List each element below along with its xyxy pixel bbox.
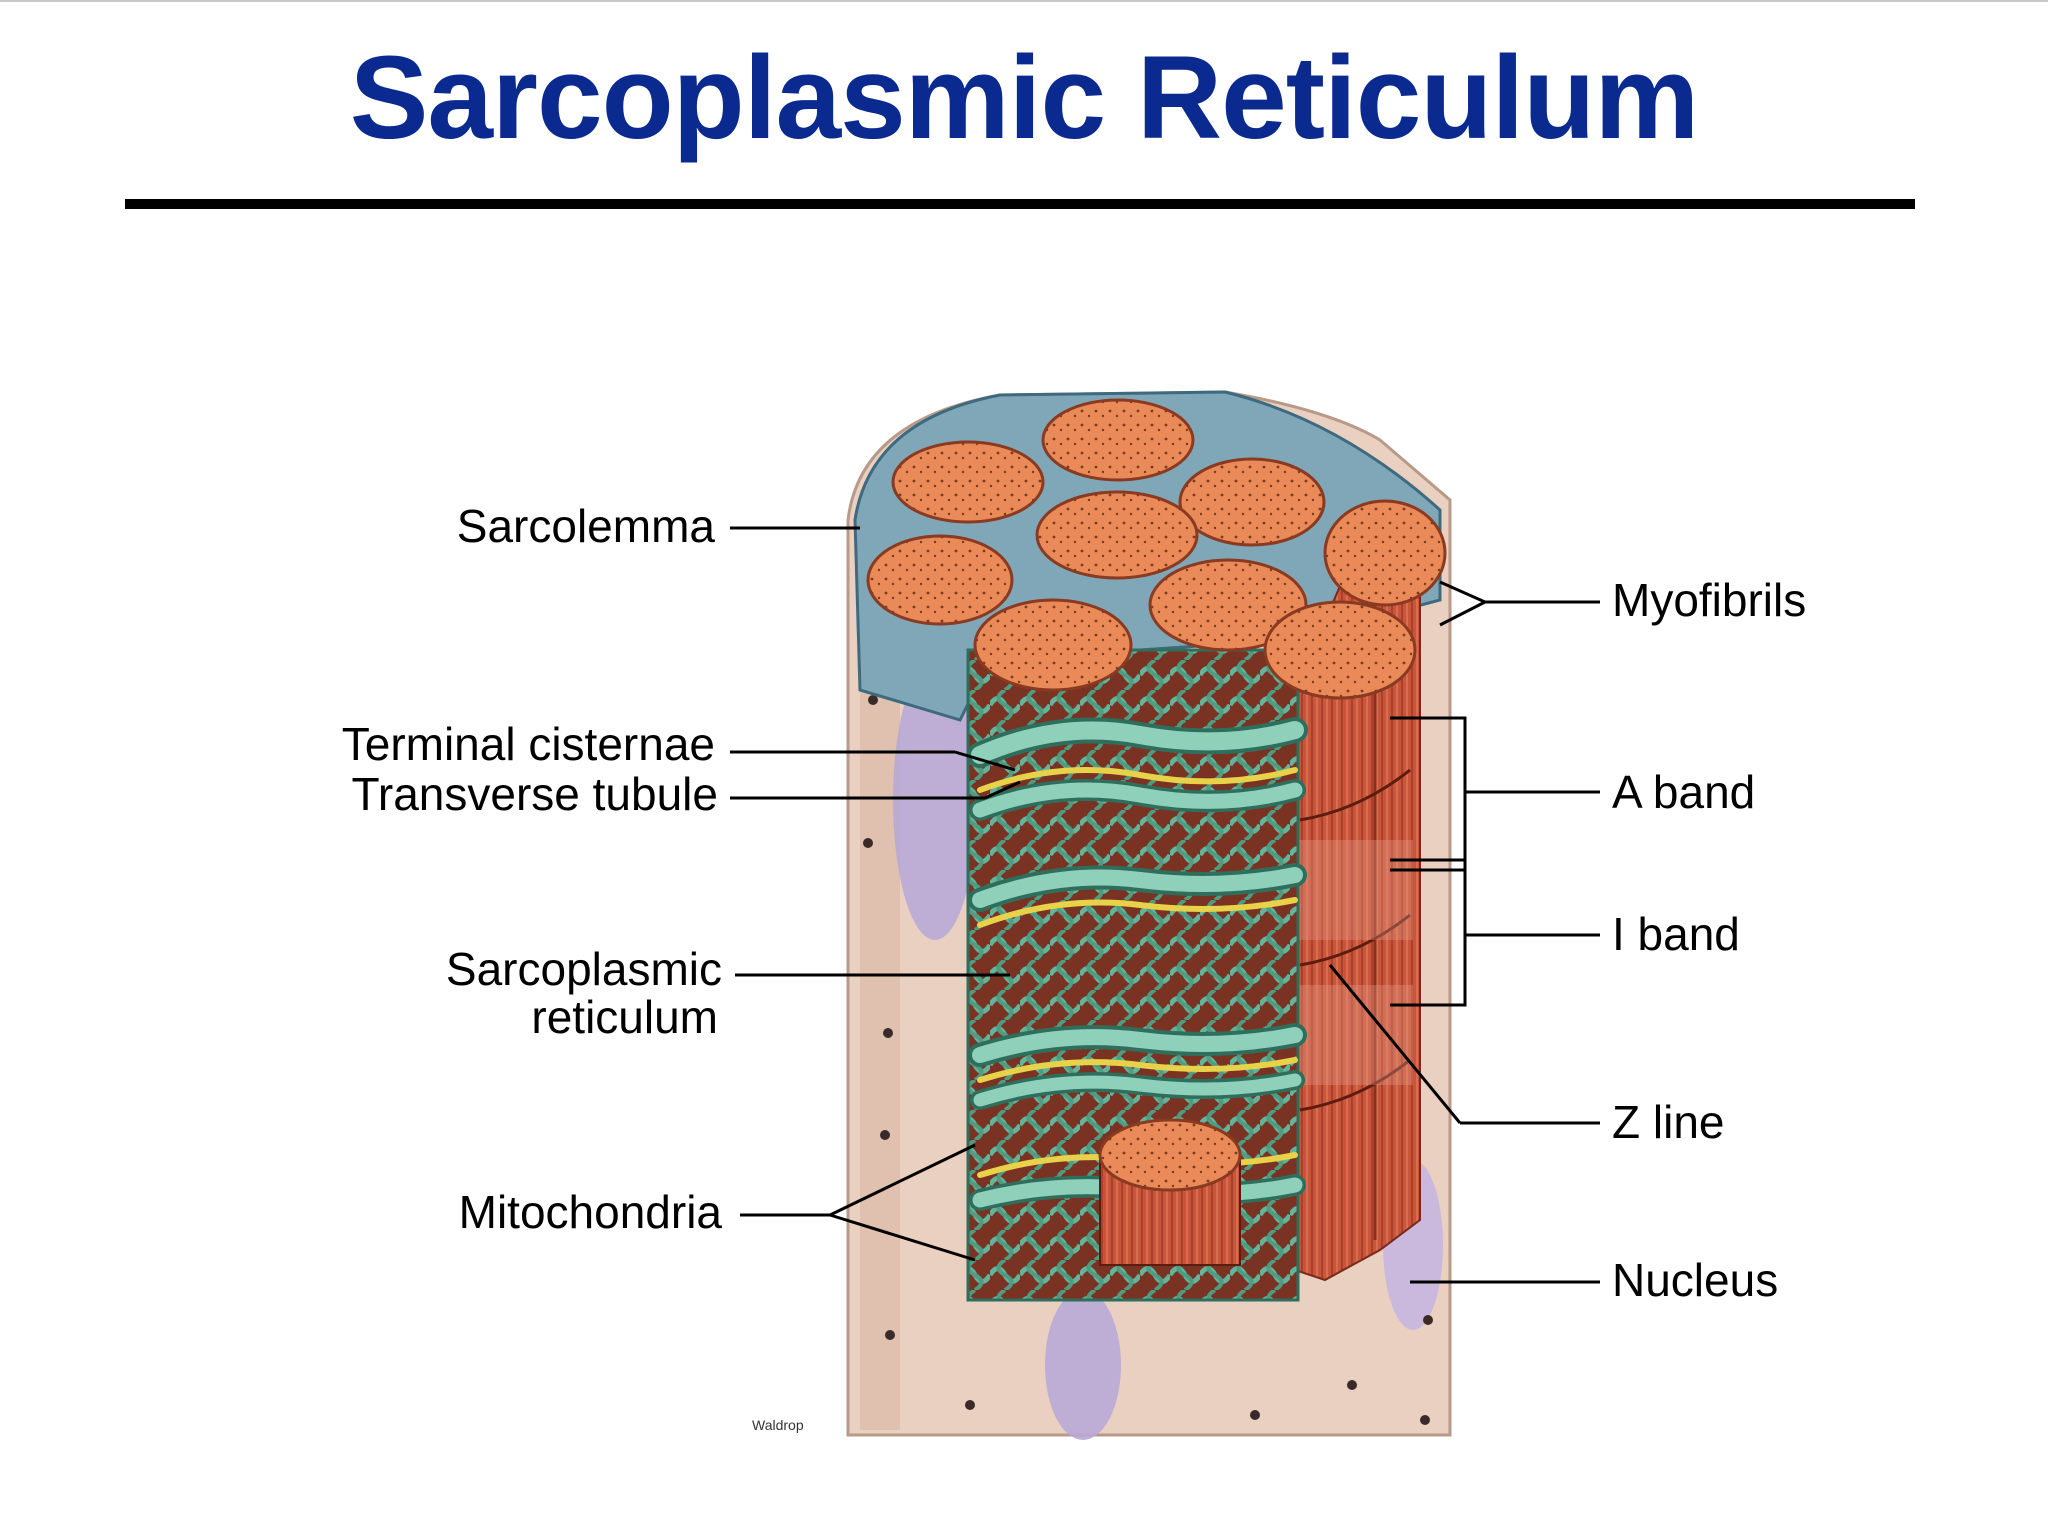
myofibril-face — [1263, 600, 1417, 700]
myofibril-face — [1178, 457, 1326, 547]
label-transverse-tubule: Transverse tubule — [352, 768, 718, 820]
myofibril-face — [1148, 558, 1308, 652]
label-nucleus: Nucleus — [1612, 1254, 1778, 1306]
sarcolemma-dots — [863, 695, 1433, 1425]
nucleus-shape — [893, 660, 977, 940]
myofibril-face — [866, 534, 1014, 626]
label-z-line: Z line — [1612, 1096, 1724, 1148]
label-terminal-cisternae: Terminal cisternae — [342, 718, 715, 770]
label-a-band: A band — [1612, 766, 1755, 818]
title-rule — [125, 199, 1915, 209]
label-sarcoplasmic-reticulum-line1: Sarcoplasmic — [446, 943, 722, 995]
leader-lines — [730, 526, 1600, 1284]
label-sarcoplasmic-reticulum-line2: reticulum — [531, 991, 718, 1043]
myofibril-bundle-side — [1294, 538, 1421, 1282]
label-mitochondria: Mitochondria — [459, 1186, 723, 1238]
slide-title: Sarcoplasmic Reticulum — [349, 32, 1700, 164]
embedded-myofibril — [1098, 1118, 1242, 1266]
nucleus-group — [893, 660, 1443, 1440]
myofibril-face — [1035, 490, 1199, 580]
label-sarcolemma: Sarcolemma — [457, 500, 716, 552]
myofibril-face — [1041, 398, 1195, 482]
myofibril-face — [973, 598, 1133, 692]
myofibril-face — [1323, 499, 1447, 607]
myofibril-cross-sections — [866, 398, 1447, 700]
sarcoplasmic-reticulum-region — [966, 648, 1308, 1302]
artist-credit: Waldrop — [752, 1417, 804, 1433]
top-border — [0, 0, 2048, 2]
nucleus-shape — [1045, 1290, 1121, 1440]
label-myofibrils: Myofibrils — [1612, 574, 1806, 626]
myofibril-face — [891, 440, 1045, 524]
label-i-band: I band — [1612, 908, 1740, 960]
